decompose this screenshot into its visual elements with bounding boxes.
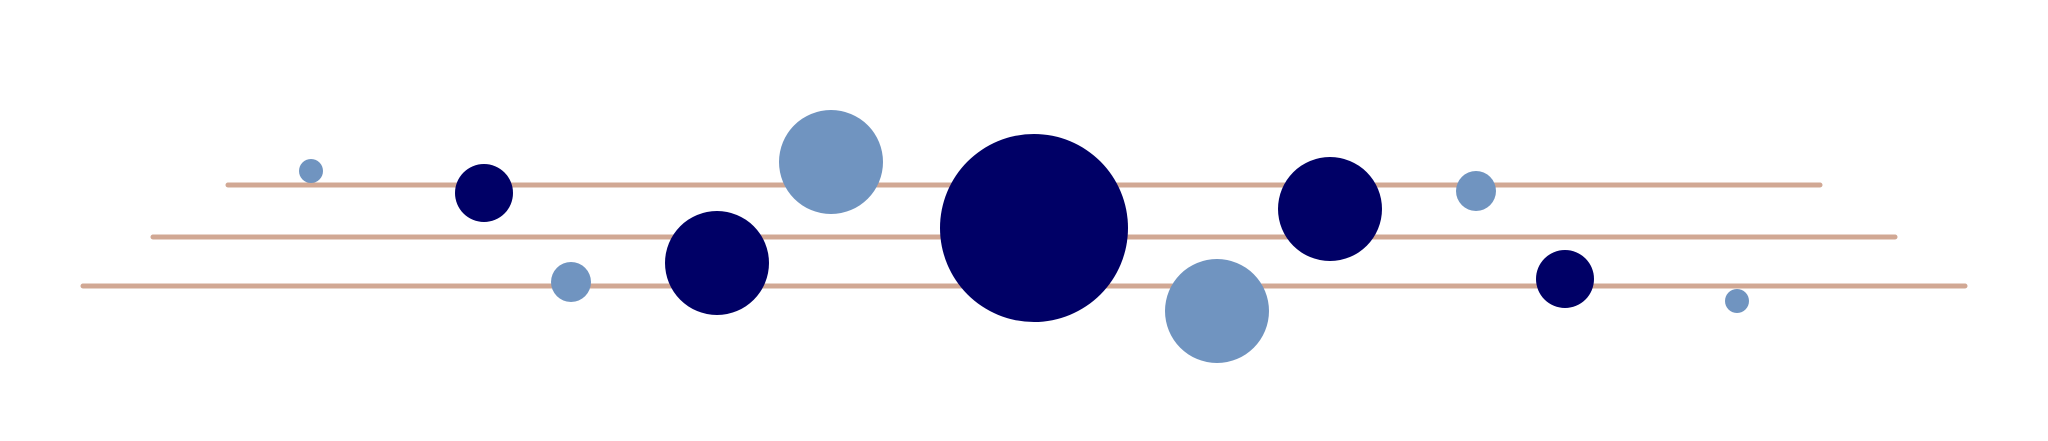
small-dark-circle <box>1536 250 1594 308</box>
circles <box>299 110 1749 363</box>
small-light-circle <box>1725 289 1749 313</box>
medium-light-circle <box>779 110 883 214</box>
small-light-circle <box>299 159 323 183</box>
small-dark-circle <box>455 164 513 222</box>
small-light-circle <box>1456 171 1496 211</box>
medium-dark-circle <box>1278 157 1382 261</box>
small-light-circle <box>551 262 591 302</box>
large-dark-circle <box>940 134 1128 322</box>
medium-dark-circle <box>665 211 769 315</box>
medium-light-circle <box>1165 259 1269 363</box>
